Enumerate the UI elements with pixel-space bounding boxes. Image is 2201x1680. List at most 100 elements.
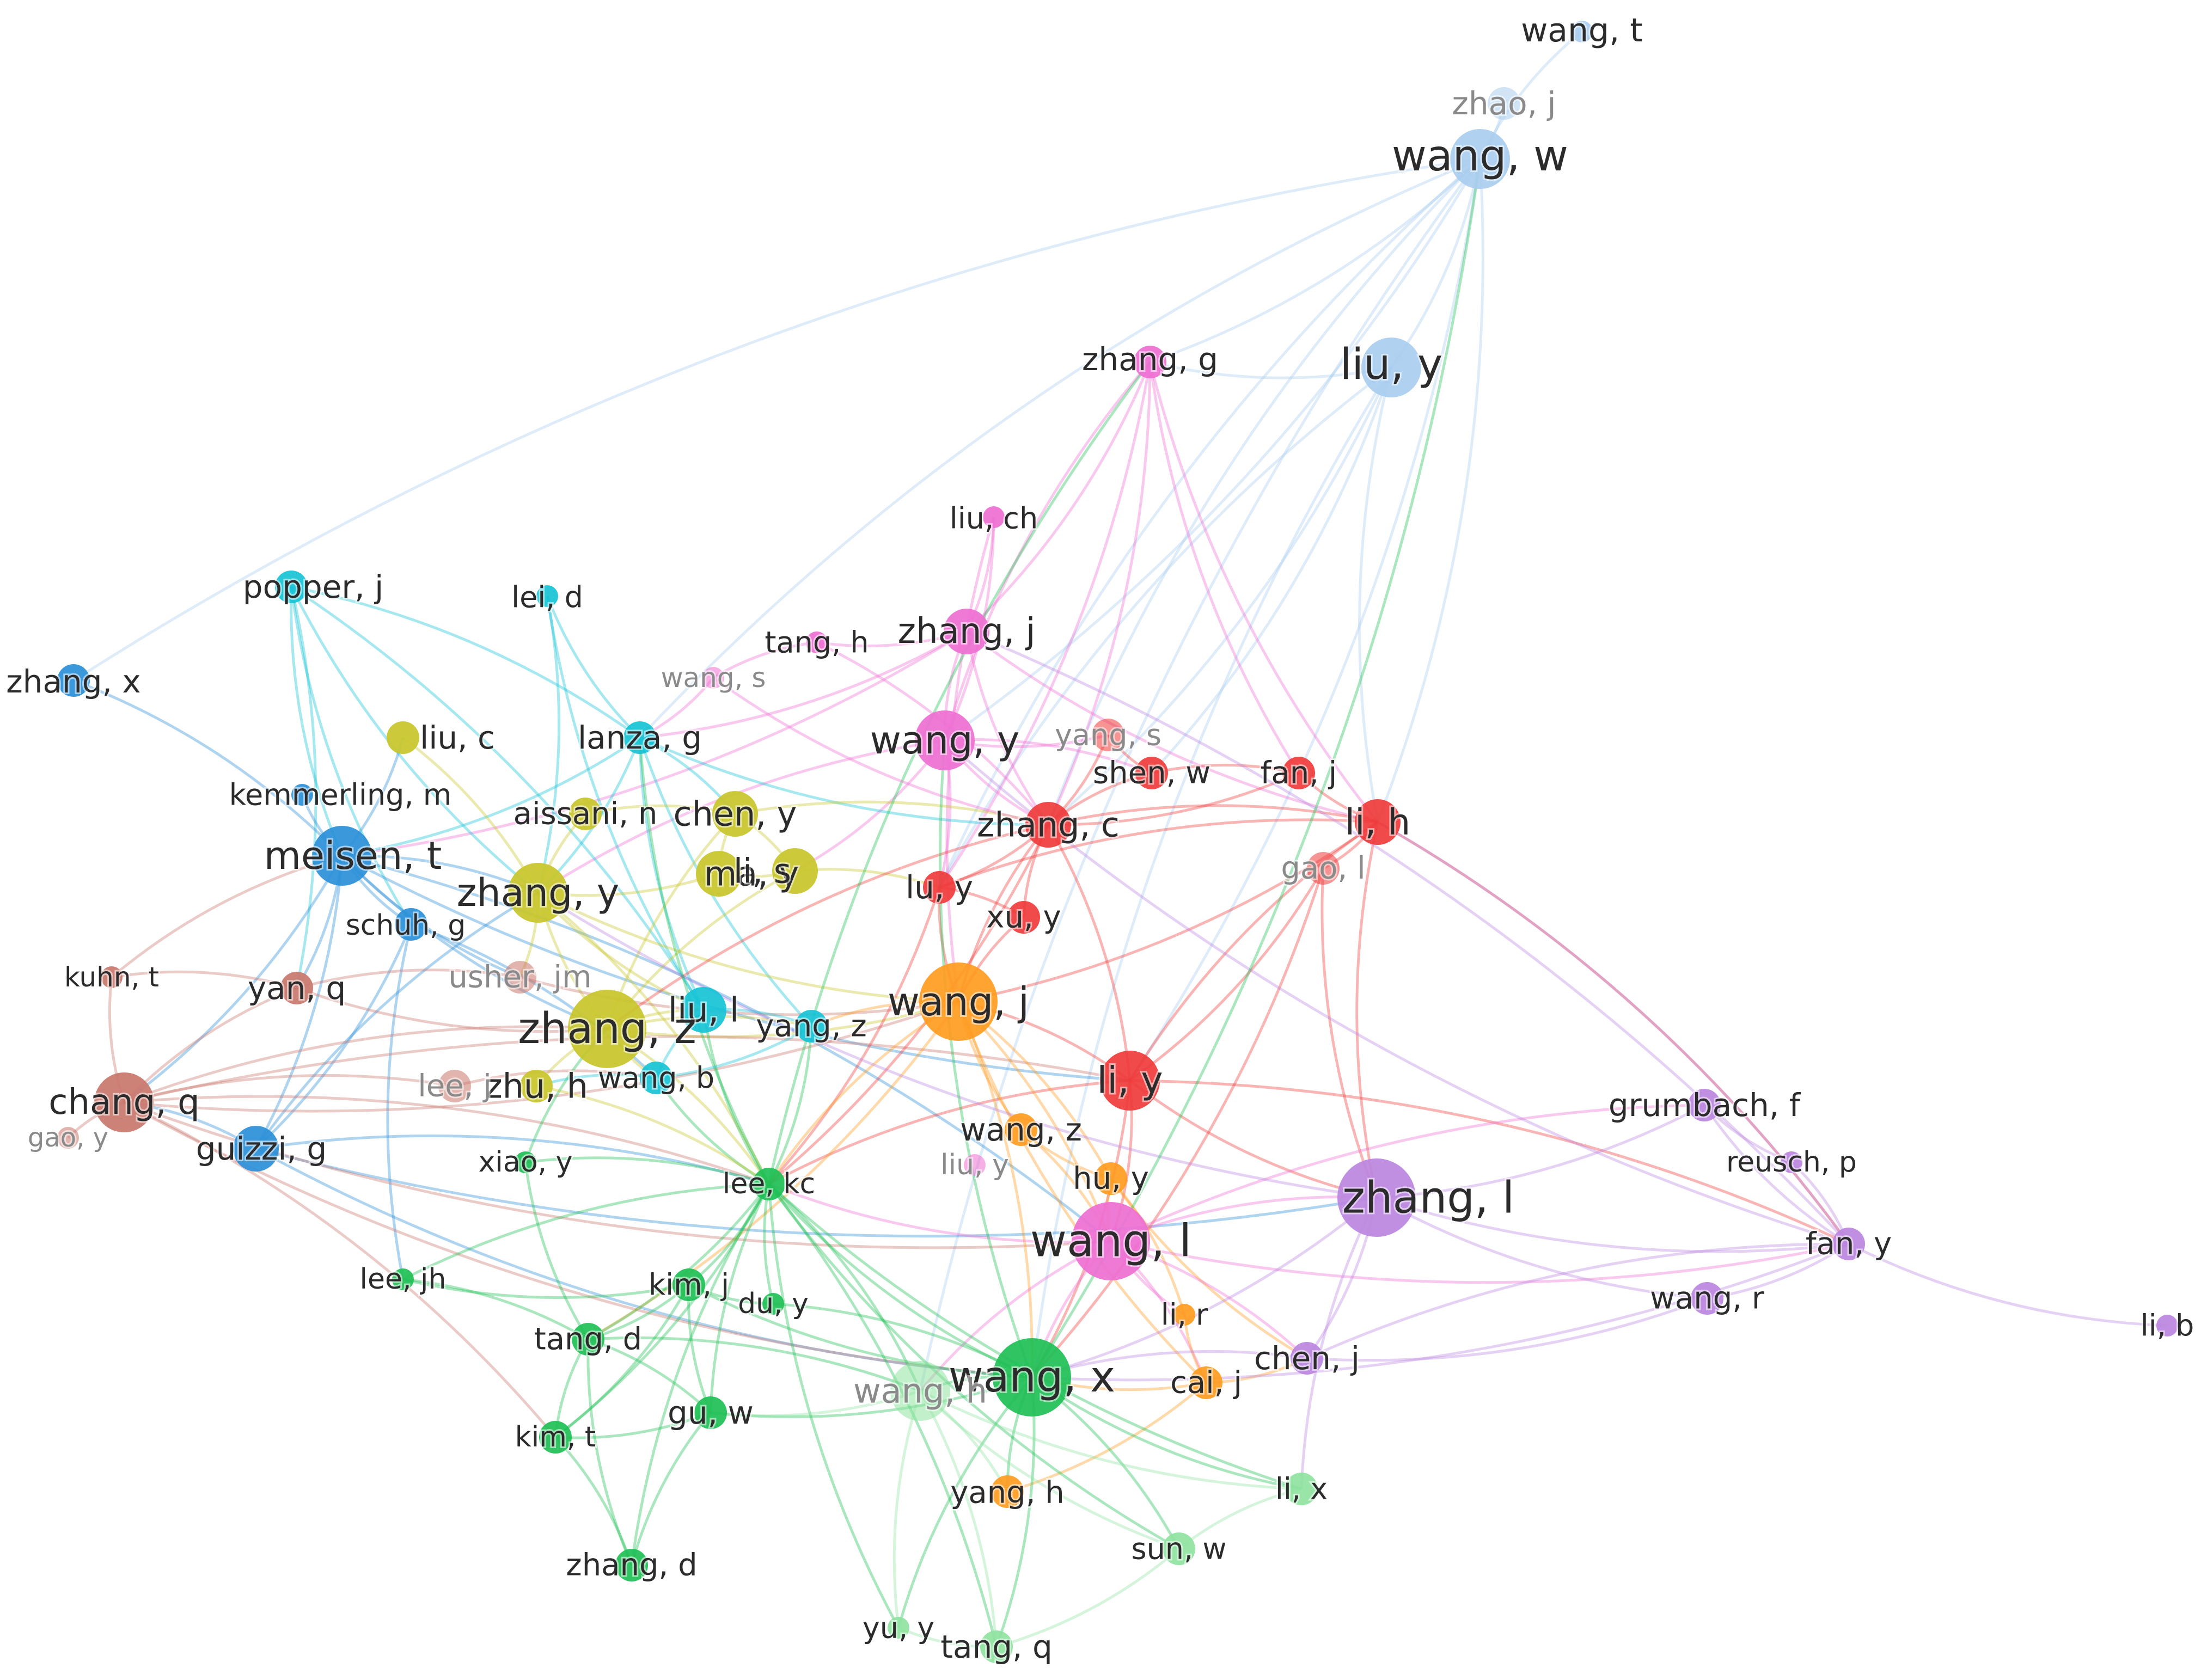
node-xiao-y[interactable] [515,1151,536,1173]
link-zhang_y-wang_j [537,891,959,1003]
node-gao-y[interactable] [57,1127,79,1149]
node-yan-q[interactable] [280,972,313,1004]
node-grumbach-f[interactable] [1688,1089,1721,1121]
node-kemmerling-m[interactable] [291,784,313,806]
link-liu_y-shen_w [1151,367,1393,774]
node-gao-l[interactable] [1307,852,1340,885]
node-xu-y[interactable] [1007,901,1040,934]
node-wang-r[interactable] [1691,1282,1723,1315]
nodes-layer [57,21,2178,1663]
node-wang-j[interactable] [919,962,998,1041]
node-lu-y[interactable] [923,871,956,904]
node-reusch-p[interactable] [1781,1151,1802,1173]
node-hu-y[interactable] [1095,1162,1127,1195]
node-yang-h[interactable] [991,1475,1024,1508]
node-li-s[interactable] [772,848,818,894]
node-wang-h[interactable] [890,1361,950,1421]
node-du-y[interactable] [762,1293,784,1315]
node-wang-x[interactable] [993,1338,1071,1417]
node-li-r[interactable] [1173,1304,1195,1326]
node-label-li-x: li, x [1275,1472,1328,1506]
node-shen-w[interactable] [1135,757,1168,789]
node-label-schuh-g: schuh, g [346,909,466,942]
node-gu-w[interactable] [694,1396,727,1429]
node-zhang-y[interactable] [508,863,568,923]
node-liu-y[interactable] [1361,338,1421,397]
node-fan-y[interactable] [1832,1228,1865,1260]
node-wang-s[interactable] [702,667,724,689]
node-zhang-d[interactable] [615,1549,648,1581]
node-wang-z[interactable] [1005,1113,1037,1146]
node-tang-q[interactable] [980,1630,1013,1663]
node-liu-ch[interactable] [983,506,1005,528]
node-kim-j[interactable] [672,1268,705,1301]
node-zhang-c[interactable] [1025,802,1071,848]
node-wang-w[interactable] [1450,129,1510,189]
link-yan_q-usher_jm [296,968,521,990]
node-aissani-n[interactable] [569,798,602,830]
node-zhu-h[interactable] [520,1070,553,1102]
node-fan-j[interactable] [1282,757,1315,789]
node-wang-b[interactable] [640,1062,672,1094]
node-li-b[interactable] [2156,1315,2178,1336]
node-usher-jm[interactable] [504,961,536,994]
node-liu-y2[interactable] [964,1154,986,1176]
link-grumbach_f-fan_y [1703,1104,1850,1246]
node-liu-l[interactable] [681,987,726,1033]
node-lee-j[interactable] [438,1070,471,1102]
node-label-cai-j: cai, j [1170,1365,1242,1401]
node-li-y[interactable] [1100,1051,1160,1111]
link-lanza_g-zhang_c [639,736,1049,826]
node-kim-t[interactable] [539,1421,572,1454]
node-kuhn-t[interactable] [101,966,123,988]
node-liu-c[interactable] [387,721,419,754]
link-zhang_g-zhang_c [1047,361,1152,826]
node-zhang-l[interactable] [1337,1158,1416,1237]
node-chen-j[interactable] [1291,1342,1323,1375]
node-zhao-j[interactable] [1488,87,1520,120]
link-sun_w-tang_q [996,1548,1180,1648]
link-wang_h-sun_w [919,1390,1179,1550]
node-li-x[interactable] [1285,1473,1318,1505]
node-ma-y[interactable] [696,851,742,897]
node-chen-y[interactable] [712,791,758,837]
node-popper-j[interactable] [275,571,308,603]
node-label-usher-jm: usher, jm [448,960,591,995]
node-li-h[interactable] [1355,799,1401,845]
node-lee-jh[interactable] [392,1268,414,1290]
node-label-zhang-l: zhang, l [1342,1173,1514,1223]
node-yang-z[interactable] [795,1010,828,1043]
node-zhang-x[interactable] [57,664,90,697]
link-wang_r-chen_j [1306,1297,1708,1362]
node-wang-y[interactable] [915,710,975,770]
node-label-yang-h: yang, h [950,1475,1065,1511]
node-zhang-g[interactable] [1134,346,1166,378]
node-zhang-j[interactable] [944,609,989,654]
node-cai-j[interactable] [1190,1366,1222,1399]
link-guizzi_g-zhang_l [255,1147,1377,1238]
node-yang-s[interactable] [1092,719,1124,751]
node-zhang-z[interactable] [568,990,646,1068]
node-sun-w[interactable] [1163,1532,1195,1565]
node-label-zhang-j: zhang, j [897,611,1035,652]
node-lei-d[interactable] [536,585,558,607]
node-yu-y[interactable] [888,1617,909,1639]
node-label-hu-y: hu, y [1073,1161,1149,1197]
node-wang-t[interactable] [1571,21,1593,42]
node-chang-q[interactable] [94,1072,154,1132]
link-chang_q-kim_t [123,1101,557,1438]
node-schuh-g[interactable] [395,908,427,941]
node-wang-l[interactable] [1072,1202,1150,1280]
node-lanza-g[interactable] [623,721,656,754]
node-tang-h[interactable] [806,631,828,653]
node-label-aissani-n: aissani, n [513,796,658,832]
link-wang_j-wang_l [957,1001,1112,1242]
node-lee-kc[interactable] [753,1168,785,1200]
link-meisen_t-guizzi_g [254,855,344,1150]
node-meisen-t[interactable] [312,826,372,886]
link-kim_j-kim_t [554,1284,690,1439]
node-guizzi-g[interactable] [233,1126,279,1172]
node-tang-d[interactable] [572,1323,604,1356]
link-lei_d-zhang_y [536,596,561,893]
